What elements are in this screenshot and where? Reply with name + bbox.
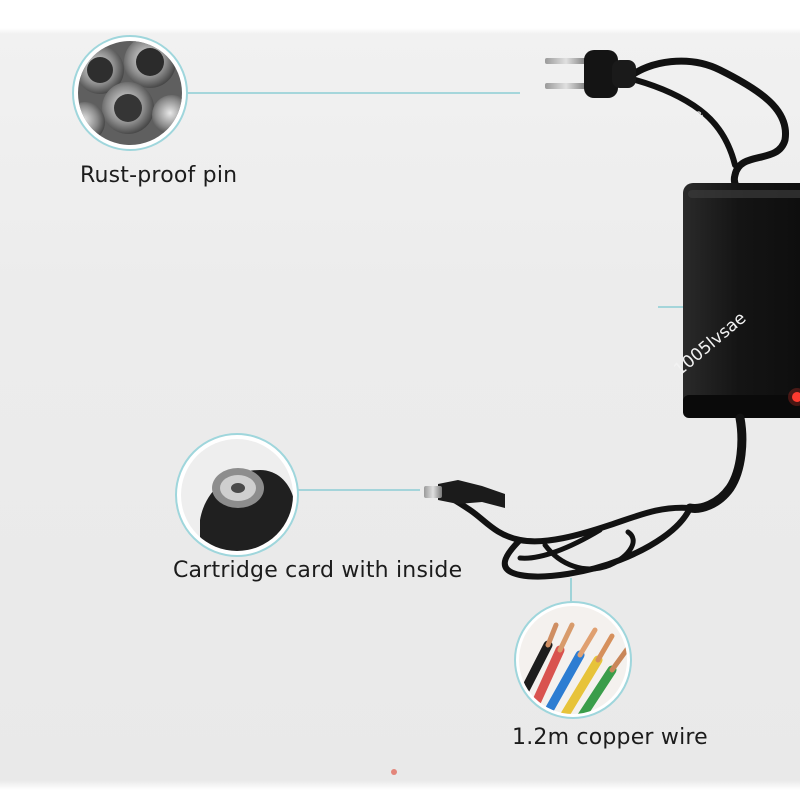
- adapter-body: [683, 183, 800, 418]
- output-cable: [435, 413, 747, 580]
- dc-plug: [424, 480, 505, 508]
- dc-plug-tip-icon: [181, 439, 293, 551]
- power-cord: [624, 57, 790, 194]
- cartridge-callout: [175, 433, 299, 557]
- wire-callout: [514, 601, 632, 719]
- rust-pin-callout: [72, 35, 188, 151]
- copper-wire-label: 1.2m copper wire: [512, 725, 708, 750]
- metal-pipes-icon: [78, 41, 182, 145]
- cartridge-card-label: Cartridge card with inside: [173, 558, 463, 583]
- wall-plug: [545, 50, 636, 98]
- rust-proof-pin-label: Rust-proof pin: [80, 163, 238, 188]
- indicator-light: [792, 392, 800, 402]
